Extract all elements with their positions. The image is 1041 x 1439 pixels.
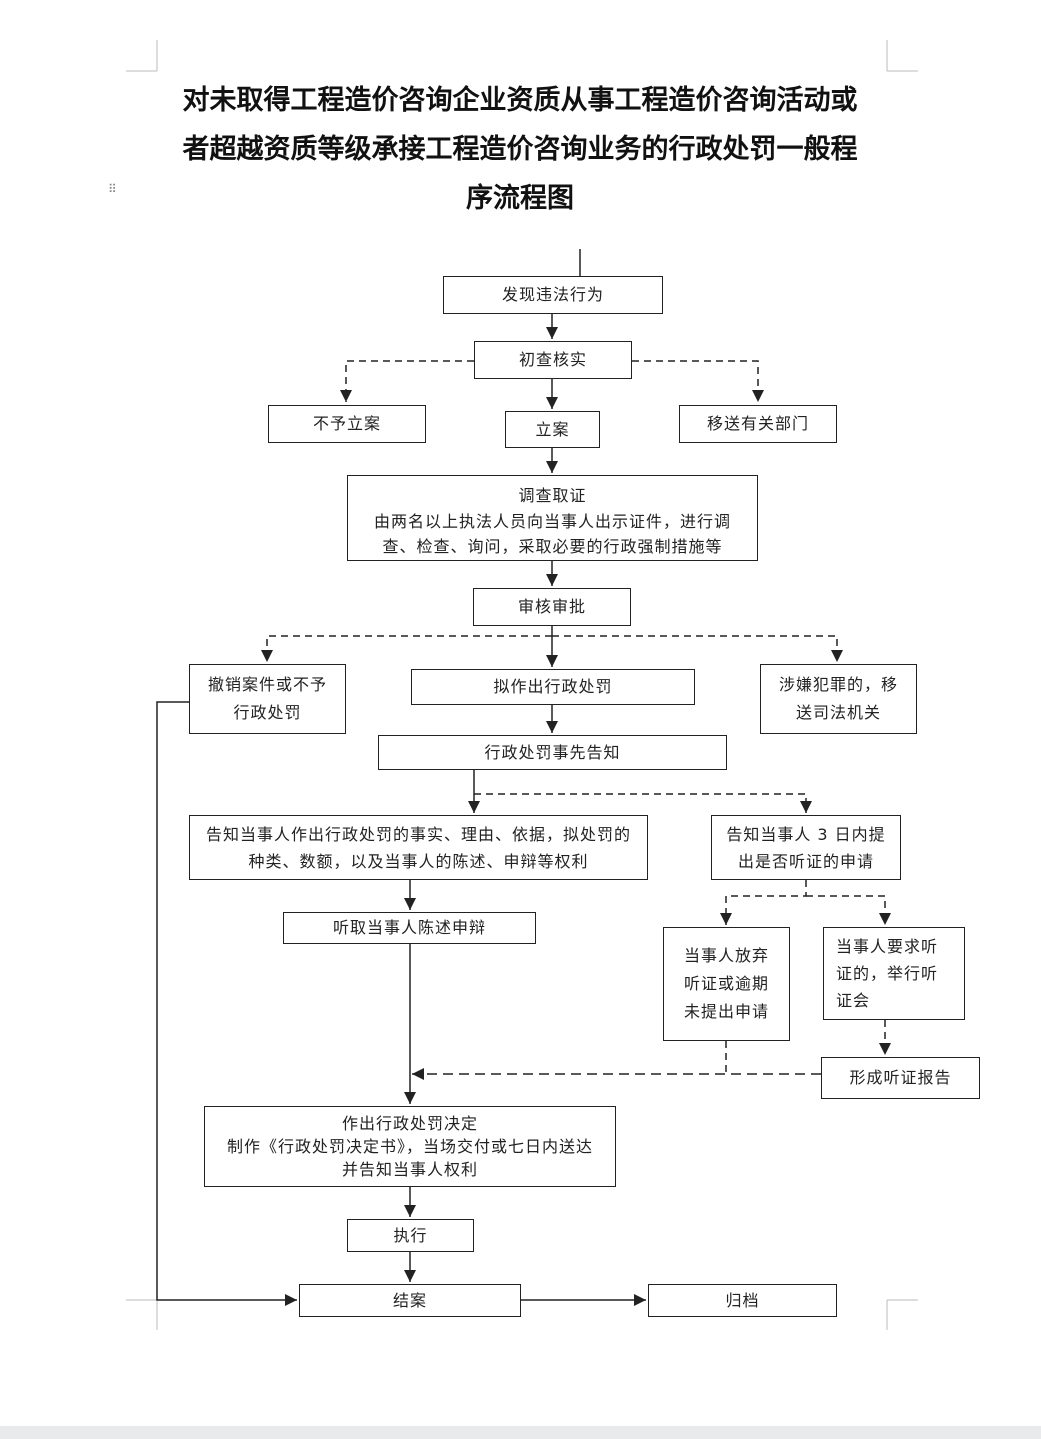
- node-revoke: 撤销案件或不予 行政处罚: [189, 664, 346, 734]
- node-waive-line1: 当事人放弃: [683, 946, 769, 965]
- page-corner-marks: [126, 40, 918, 1330]
- node-inform-line2: 种类、数额，以及当事人的陈述、申辩等权利: [248, 851, 589, 871]
- node-listen-defense-label: 听取当事人陈述申辩: [332, 918, 486, 937]
- page-title: 对未取得工程造价咨询企业资质从事工程造价咨询活动或 者超越资质等级承接工程造价咨…: [150, 76, 890, 223]
- node-investigate-title: 调查取证: [518, 486, 587, 505]
- edge-review-revoke: [261, 635, 552, 662]
- node-prior-notice: 行政处罚事先告知: [378, 735, 727, 770]
- node-discover-label: 发现违法行为: [501, 285, 604, 304]
- node-revoke-line2: 行政处罚: [233, 703, 302, 722]
- node-listen-defense: 听取当事人陈述申辩: [283, 912, 536, 944]
- node-inform-line1: 告知当事人作出行政处罚的事实、理由、依据，拟处罚的: [205, 824, 631, 844]
- node-preliminary-check-label: 初查核实: [518, 350, 587, 369]
- node-hearing-notice-line1: 告知当事人 3 日内提: [726, 824, 886, 844]
- edge-hearing-waive: [720, 880, 807, 925]
- node-investigate: 调查取证 由两名以上执法人员向当事人出示证件，进行调 查、检查、询问，采取必要的…: [347, 475, 758, 561]
- node-draft-penalty-label: 拟作出行政处罚: [493, 677, 613, 696]
- node-archive-label: 归档: [725, 1290, 760, 1310]
- title-line-2: 者超越资质等级承接工程造价咨询业务的行政处罚一般程: [182, 134, 858, 165]
- edge-check-transfer: [632, 360, 764, 402]
- node-transfer-dept-label: 移送有关部门: [706, 414, 809, 433]
- node-filing-label: 立案: [535, 419, 570, 439]
- node-hearing-notice-line2: 出是否听证的申请: [737, 851, 874, 871]
- node-transfer-dept: 移送有关部门: [679, 405, 837, 443]
- node-inform: 告知当事人作出行政处罚的事实、理由、依据，拟处罚的 种类、数额，以及当事人的陈述…: [189, 815, 648, 880]
- node-investigate-line2: 查、检查、询问，采取必要的行政强制措施等: [382, 537, 723, 556]
- node-draft-penalty: 拟作出行政处罚: [411, 669, 695, 705]
- edge-hearing-request: [806, 895, 891, 925]
- node-no-filing: 不予立案: [268, 405, 426, 443]
- edge-review-crime: [552, 635, 843, 662]
- node-request-line3: 证会: [836, 991, 871, 1010]
- node-review: 审核审批: [473, 588, 631, 626]
- node-waive-line2: 听证或逾期: [683, 974, 769, 993]
- edge-check-no-filing: [340, 360, 474, 402]
- node-close-case: 结案: [299, 1284, 521, 1317]
- node-decision-line2: 制作《行政处罚决定书》，当场交付或七日内送达: [226, 1137, 593, 1156]
- node-decision: 作出行政处罚决定 制作《行政处罚决定书》，当场交付或七日内送达 并告知当事人权利: [204, 1106, 616, 1187]
- node-hearing-notice: 告知当事人 3 日内提 出是否听证的申请: [711, 815, 901, 880]
- drag-handle-icon[interactable]: ⠿: [108, 182, 118, 196]
- edge-notice-hearing: [474, 793, 812, 813]
- node-hearing-report: 形成听证报告: [821, 1057, 980, 1099]
- node-decision-line3: 并告知当事人权利: [341, 1160, 478, 1179]
- node-waive: 当事人放弃 听证或逾期 未提出申请: [663, 927, 790, 1041]
- node-revoke-line1: 撤销案件或不予: [207, 675, 327, 694]
- node-execute: 执行: [347, 1219, 474, 1252]
- node-waive-line3: 未提出申请: [683, 1002, 769, 1021]
- node-archive: 归档: [648, 1284, 837, 1317]
- title-line-1: 对未取得工程造价咨询企业资质从事工程造价咨询活动或: [182, 85, 858, 116]
- node-request: 当事人要求听 证的，举行听 证会: [823, 927, 965, 1020]
- node-crime-line2: 送司法机关: [795, 703, 881, 722]
- node-filing: 立案: [505, 411, 600, 448]
- page-bottom-band: [0, 1426, 1041, 1439]
- node-crime: 涉嫌犯罪的，移 送司法机关: [760, 664, 917, 734]
- node-request-line2: 证的，举行听: [836, 964, 939, 983]
- node-crime-line1: 涉嫌犯罪的，移: [778, 675, 898, 694]
- title-line-3: 序流程图: [466, 183, 574, 214]
- node-prior-notice-label: 行政处罚事先告知: [484, 742, 621, 762]
- node-execute-label: 执行: [393, 1225, 428, 1245]
- node-request-line1: 当事人要求听: [836, 937, 939, 956]
- edge-revoke-close: [156, 701, 297, 1306]
- node-close-case-label: 结案: [392, 1290, 427, 1310]
- node-investigate-line1: 由两名以上执法人员向当事人出示证件，进行调: [373, 512, 731, 531]
- node-discover: 发现违法行为: [443, 276, 663, 314]
- node-decision-line1: 作出行政处罚决定: [341, 1114, 478, 1133]
- node-preliminary-check: 初查核实: [474, 341, 632, 379]
- node-hearing-report-label: 形成听证报告: [849, 1068, 952, 1087]
- node-review-label: 审核审批: [517, 597, 586, 616]
- node-no-filing-label: 不予立案: [312, 414, 381, 433]
